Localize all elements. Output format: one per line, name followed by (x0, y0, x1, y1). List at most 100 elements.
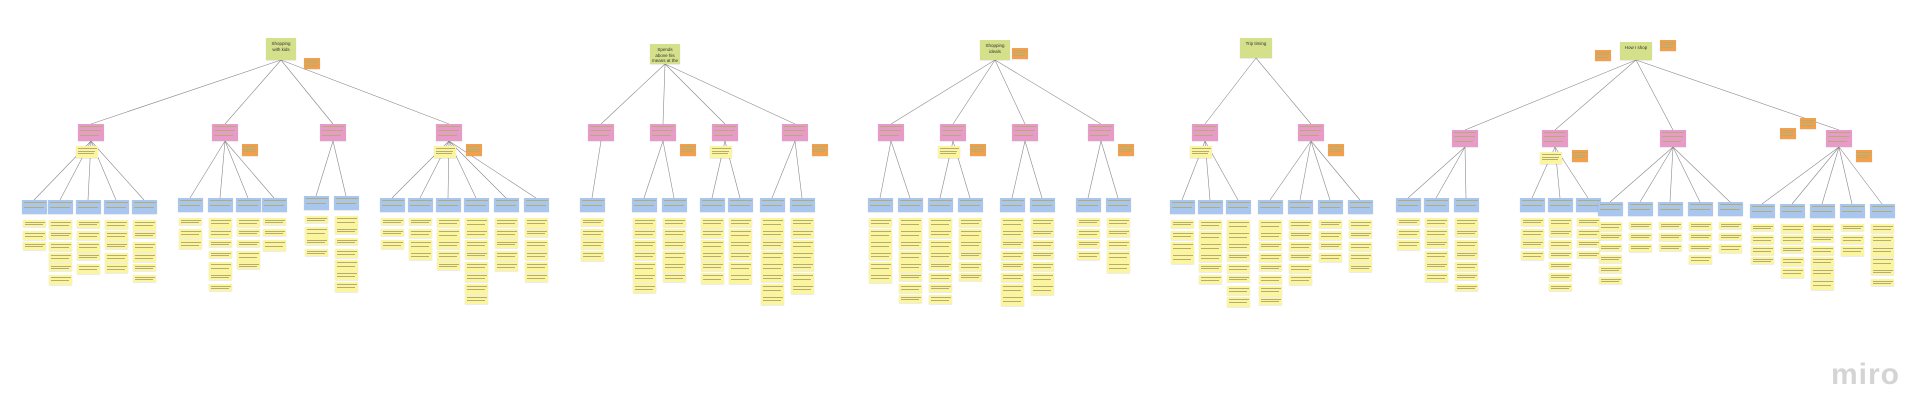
sticky-note[interactable] (1599, 244, 1622, 251)
sticky-note[interactable] (1199, 220, 1222, 229)
sticky-note[interactable] (1397, 240, 1420, 250)
sticky-note[interactable] (105, 231, 128, 241)
sticky-note[interactable] (581, 229, 604, 239)
branch-topic[interactable] (1192, 124, 1218, 141)
sticky-note[interactable] (1629, 244, 1652, 252)
sticky-note[interactable] (633, 284, 656, 293)
root-topic-5[interactable]: How I shop (1620, 42, 1652, 60)
sticky-note[interactable] (1227, 242, 1250, 251)
sticky-note[interactable] (1599, 233, 1622, 240)
sticky-note[interactable] (1871, 257, 1894, 268)
leaf-topic[interactable] (632, 198, 657, 212)
sticky-note[interactable] (959, 229, 982, 240)
sticky-note[interactable] (929, 284, 952, 292)
sticky-note[interactable] (791, 240, 814, 251)
sticky-note[interactable] (335, 271, 358, 280)
leaf-topic[interactable] (1688, 202, 1713, 216)
leaf-topic[interactable] (22, 200, 47, 214)
sticky-note[interactable] (791, 251, 814, 262)
sticky-note[interactable] (409, 251, 432, 260)
sticky-note[interactable] (1289, 242, 1312, 251)
leaf-topic[interactable] (464, 198, 489, 212)
sticky-note[interactable] (1349, 231, 1372, 238)
sticky-note[interactable] (791, 229, 814, 238)
sticky-note[interactable] (1781, 224, 1804, 233)
sticky-note[interactable] (1719, 244, 1742, 253)
sticky-note[interactable] (1171, 220, 1194, 228)
leaf-topic[interactable] (1076, 198, 1101, 212)
sticky-note[interactable] (381, 240, 404, 249)
branch-topic[interactable] (940, 124, 966, 141)
sticky-note[interactable] (525, 218, 548, 228)
leaf-topic[interactable] (928, 198, 953, 212)
sticky-note[interactable] (133, 220, 156, 230)
sticky-note[interactable] (1001, 273, 1024, 282)
branch-topic[interactable] (650, 124, 676, 141)
sticky-note[interactable] (305, 227, 328, 238)
leaf-topic[interactable] (580, 198, 605, 212)
sticky-note[interactable] (1077, 218, 1100, 226)
sticky-note[interactable] (1425, 218, 1448, 227)
sticky-note[interactable] (1455, 229, 1478, 237)
sticky-note[interactable] (1001, 240, 1024, 248)
sticky-note[interactable] (1751, 246, 1774, 255)
sticky-note[interactable] (1259, 286, 1282, 296)
leaf-topic[interactable] (700, 198, 725, 212)
sticky-note[interactable] (1629, 222, 1652, 229)
leaf-topic[interactable] (76, 200, 101, 214)
sticky-note[interactable] (237, 218, 260, 227)
leaf-topic[interactable] (494, 198, 519, 212)
sticky-note[interactable] (791, 284, 814, 294)
sticky-note[interactable] (1031, 251, 1054, 259)
sticky-note[interactable] (1781, 235, 1804, 244)
sticky-note[interactable] (1289, 220, 1312, 229)
sticky-note[interactable] (899, 251, 922, 262)
sticky-note[interactable] (381, 218, 404, 225)
sticky-note[interactable] (1455, 240, 1478, 250)
sticky-note[interactable] (1031, 284, 1054, 295)
sticky-note[interactable] (899, 284, 922, 293)
sticky-note[interactable] (77, 231, 100, 240)
leaf-topic[interactable] (1810, 204, 1835, 218)
leaf-topic[interactable] (1170, 200, 1195, 214)
sticky-note[interactable] (1871, 224, 1894, 233)
sticky-note[interactable] (1540, 152, 1562, 164)
sticky-note[interactable] (1001, 262, 1024, 270)
leaf-topic[interactable] (236, 198, 261, 212)
comment-note[interactable] (812, 144, 828, 156)
sticky-note[interactable] (929, 218, 952, 229)
sticky-note[interactable] (1751, 257, 1774, 264)
leaf-topic[interactable] (958, 198, 983, 212)
sticky-note[interactable] (959, 273, 982, 281)
sticky-note[interactable] (237, 229, 260, 236)
sticky-note[interactable] (1659, 244, 1682, 251)
branch-topic[interactable] (320, 124, 346, 141)
leaf-topic[interactable] (1396, 198, 1421, 212)
sticky-note[interactable] (465, 240, 488, 250)
sticky-note[interactable] (1259, 231, 1282, 240)
sticky-note[interactable] (1107, 229, 1130, 237)
branch-topic[interactable] (1542, 130, 1568, 147)
sticky-note[interactable] (1549, 273, 1572, 281)
comment-note[interactable] (1118, 144, 1134, 156)
sticky-note[interactable] (1811, 235, 1834, 242)
leaf-topic[interactable] (1198, 200, 1223, 214)
sticky-note[interactable] (1349, 242, 1372, 251)
sticky-note[interactable] (495, 262, 518, 271)
sticky-note[interactable] (1425, 251, 1448, 261)
sticky-note[interactable] (77, 264, 100, 274)
comment-note[interactable] (466, 144, 482, 156)
sticky-note[interactable] (209, 251, 232, 258)
sticky-note[interactable] (1549, 218, 1572, 228)
sticky-note[interactable] (1425, 273, 1448, 282)
leaf-topic[interactable] (1576, 198, 1601, 212)
sticky-note[interactable] (1171, 253, 1194, 264)
sticky-note[interactable] (791, 262, 814, 271)
sticky-note[interactable] (133, 231, 156, 238)
sticky-note[interactable] (1031, 273, 1054, 284)
sticky-note[interactable] (209, 284, 232, 291)
sticky-note[interactable] (701, 218, 724, 228)
leaf-topic[interactable] (790, 198, 815, 212)
sticky-note[interactable] (1171, 231, 1194, 240)
leaf-topic[interactable] (1454, 198, 1479, 212)
